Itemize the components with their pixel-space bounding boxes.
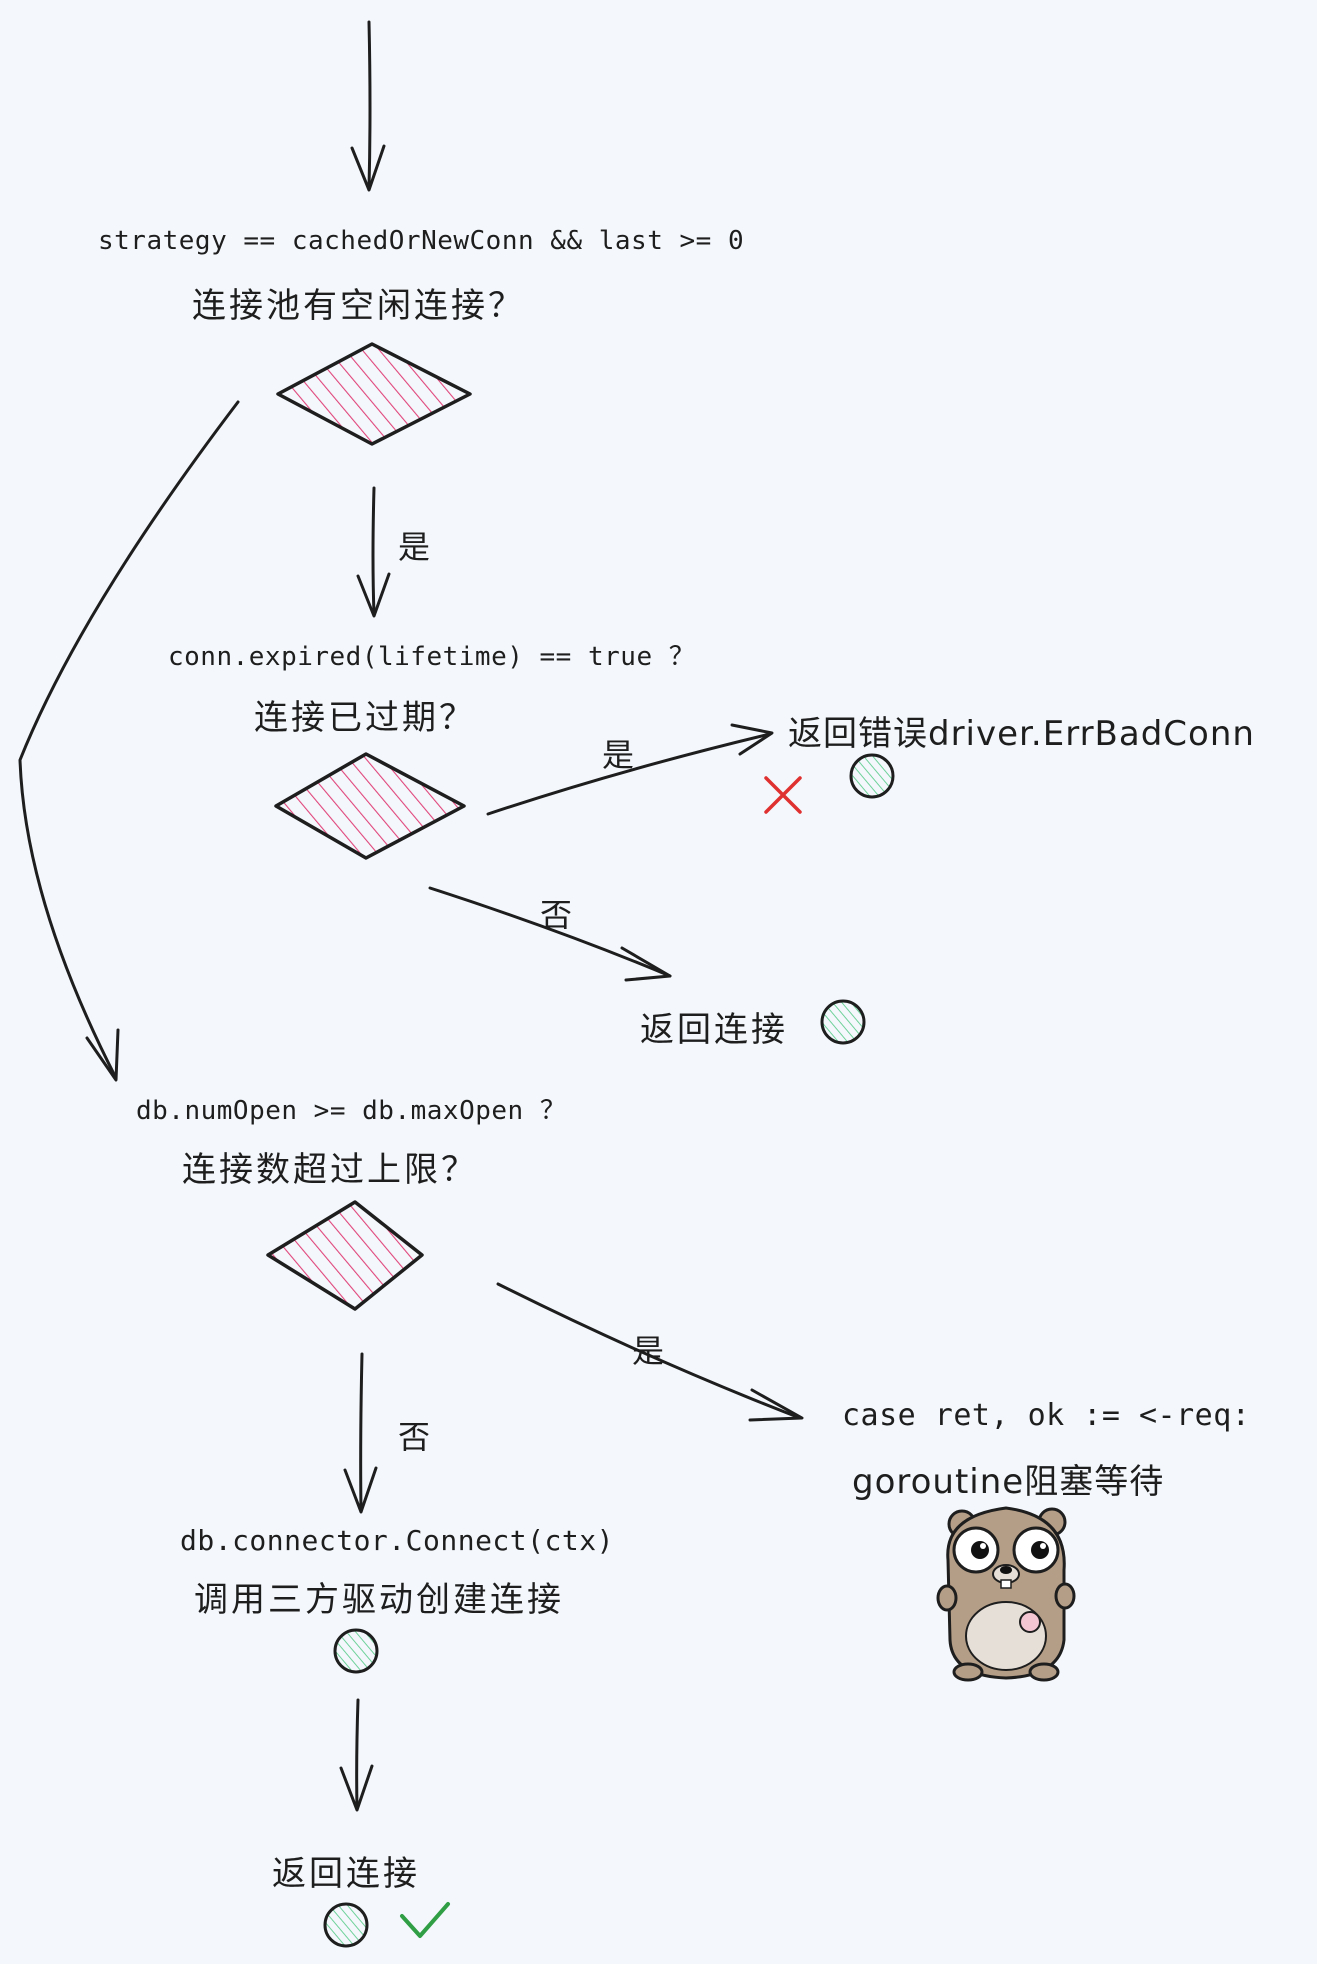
label-maxopen-no: 否 [398, 1418, 431, 1456]
connect-code: db.connector.Connect(ctx) [180, 1524, 614, 1557]
arrow-idle-no [18, 400, 240, 1082]
label-expired-no: 否 [540, 896, 573, 934]
arrow-maxopen-yes [496, 1282, 804, 1422]
decision-diamond-expired [274, 752, 466, 860]
maxopen-condition: db.numOpen >= db.maxOpen ？ [136, 1096, 567, 1126]
idle-question: 连接池有空闲连接？ [192, 286, 525, 326]
status-circle-icon [820, 999, 866, 1045]
status-circle-icon [333, 1628, 379, 1674]
connect-text: 调用三方驱动创建连接 [194, 1580, 564, 1620]
final-return: 返回连接 [272, 1854, 420, 1894]
result-error: 返回错误driver.ErrBadConn [788, 714, 1255, 754]
label-idle-yes: 是 [398, 528, 431, 566]
check-icon [400, 1902, 450, 1938]
arrow-expired-no [428, 886, 672, 982]
status-circle-icon [849, 753, 895, 799]
result-return: 返回连接 [640, 1010, 788, 1050]
expired-condition: conn.expired(lifetime) == true ？ [168, 642, 696, 672]
decision-diamond-maxopen [266, 1200, 424, 1311]
arrow-connect-return [339, 1698, 374, 1812]
status-circle-icon [323, 1902, 369, 1948]
arrow-maxopen-no [343, 1352, 378, 1514]
entry-arrow [350, 20, 386, 192]
label-expired-yes: 是 [602, 736, 635, 774]
wait-code: case ret, ok := <-req: [842, 1398, 1251, 1433]
wait-text: goroutine阻塞等待 [852, 1462, 1165, 1502]
arrow-expired-yes [486, 723, 774, 816]
label-maxopen-yes: 是 [632, 1332, 665, 1370]
maxopen-question: 连接数超过上限？ [182, 1150, 478, 1190]
expired-question: 连接已过期？ [254, 698, 476, 738]
gopher-mascot [936, 1506, 1076, 1682]
idle-condition: strategy == cachedOrNewConn && last >= 0 [98, 226, 745, 256]
arrow-idle-yes [356, 486, 391, 618]
decision-diamond-idle [276, 342, 472, 446]
cross-icon [764, 776, 802, 814]
